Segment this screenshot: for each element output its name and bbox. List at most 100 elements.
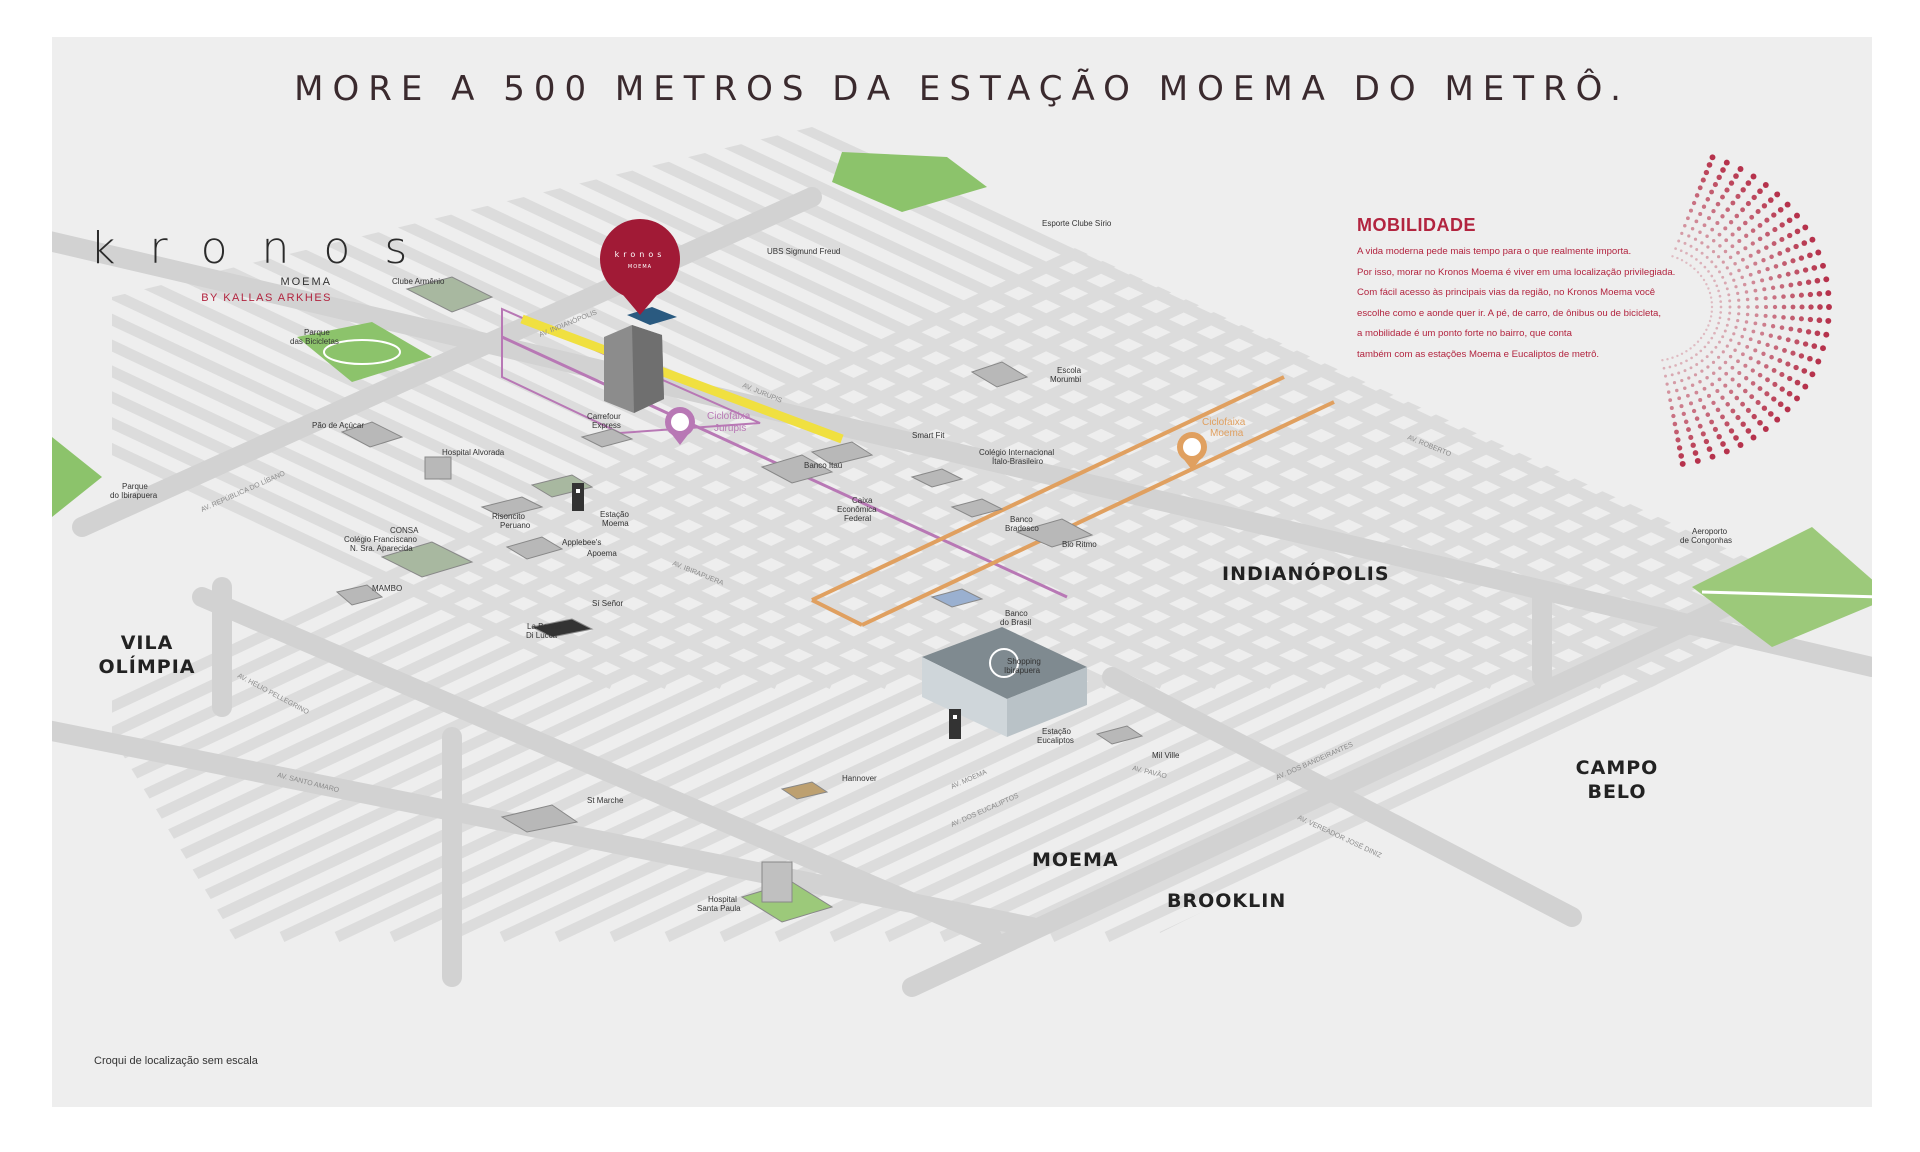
decor-dot xyxy=(1717,321,1720,325)
decor-dot xyxy=(1703,169,1710,176)
poi-hannover: Hannover xyxy=(842,774,877,783)
decor-dot xyxy=(1782,347,1787,353)
poi-colegio-int-2: Ítalo-Brasileiro xyxy=(992,457,1044,466)
decor-dot xyxy=(1690,383,1695,388)
decor-dot xyxy=(1728,305,1732,309)
decor-dot xyxy=(1727,293,1731,297)
decor-dot xyxy=(1772,304,1778,310)
district-moema: MOEMA xyxy=(1032,849,1119,871)
decor-dot xyxy=(1785,361,1791,367)
moema-bike-label-1: Ciclofaixa xyxy=(1202,417,1246,428)
poi-escola-1: Escola xyxy=(1057,366,1082,375)
decor-dot xyxy=(1745,265,1750,269)
kronos-location-pin[interactable]: kronos MOEMA xyxy=(600,219,680,315)
decor-dot xyxy=(1740,207,1746,213)
decor-dot xyxy=(1740,334,1744,339)
decor-dot xyxy=(1809,236,1816,243)
poi-consa-1: CONSA xyxy=(390,526,419,535)
decor-dot xyxy=(1777,401,1784,408)
decor-dot xyxy=(1721,260,1725,264)
district-campo: CAMPO xyxy=(1576,757,1659,779)
decor-dot xyxy=(1765,231,1770,237)
decor-dot xyxy=(1732,278,1736,282)
decor-dot xyxy=(1724,371,1729,376)
decor-dot xyxy=(1755,208,1761,215)
decor-dot xyxy=(1798,255,1805,261)
decor-dot xyxy=(1700,359,1704,363)
decor-dot xyxy=(1807,291,1814,298)
street-line xyxy=(112,227,1235,942)
decor-dot xyxy=(1720,194,1725,200)
decor-dot xyxy=(1711,239,1716,243)
dotted-decoration xyxy=(1661,154,1832,467)
decor-dot xyxy=(1689,264,1692,267)
decor-dot xyxy=(1773,264,1779,269)
decor-dot xyxy=(1750,434,1757,441)
jurupis-bike-pin[interactable]: Ciclofaixa Jurupis xyxy=(665,407,751,445)
decor-dot xyxy=(1730,200,1736,206)
decor-dot xyxy=(1736,226,1742,231)
decor-dot xyxy=(1784,406,1791,413)
decor-dot xyxy=(1816,317,1823,324)
decor-dot xyxy=(1719,311,1723,314)
street-line xyxy=(112,227,1290,942)
poi-risotto-2: Peruano xyxy=(500,521,531,530)
decor-dot xyxy=(1710,336,1714,340)
decor-dot xyxy=(1730,232,1735,237)
poi-consa-2: Colégio Franciscano xyxy=(344,535,417,544)
decor-dot xyxy=(1719,300,1723,303)
decor-dot xyxy=(1719,305,1723,309)
decor-dot xyxy=(1665,382,1669,386)
decor-dot xyxy=(1720,214,1725,219)
decor-dot xyxy=(1772,381,1778,387)
decor-dot xyxy=(1805,329,1812,335)
decor-dot xyxy=(1746,305,1750,309)
decor-dot xyxy=(1685,350,1688,353)
decor-dot xyxy=(1740,275,1744,280)
decor-dot xyxy=(1737,370,1742,376)
decor-dot xyxy=(1734,285,1738,289)
decor-dot xyxy=(1683,224,1687,228)
poi-santapaula-1: Hospital xyxy=(708,895,737,904)
decor-dot xyxy=(1710,305,1714,309)
decor-dot xyxy=(1715,388,1720,394)
decor-dot xyxy=(1683,369,1687,373)
decor-dot xyxy=(1687,234,1691,238)
street-line xyxy=(609,227,1832,942)
decor-dot xyxy=(1749,214,1755,220)
decor-dot xyxy=(1705,355,1709,359)
decor-dot xyxy=(1681,411,1686,417)
decor-dot xyxy=(1762,426,1769,432)
decor-dot xyxy=(1721,275,1725,279)
decor-dot xyxy=(1745,345,1750,349)
decor-dot xyxy=(1807,355,1813,362)
moema-bike-pin[interactable]: Ciclofaixa Moema xyxy=(1177,417,1246,470)
decor-dot xyxy=(1745,201,1751,207)
decor-dot xyxy=(1748,356,1753,361)
decor-dot xyxy=(1696,340,1700,343)
decor-dot xyxy=(1823,331,1830,338)
decor-dot xyxy=(1771,241,1777,247)
mobility-line: também com as estações Moema e Eucalipto… xyxy=(1357,348,1600,360)
decor-dot xyxy=(1734,325,1738,329)
decor-dot xyxy=(1763,313,1768,318)
mobility-title: MOBILIDADE xyxy=(1357,215,1476,235)
decor-dot xyxy=(1733,348,1737,352)
decor-dot xyxy=(1724,421,1730,427)
poi-santapaula-2: Santa Paula xyxy=(697,904,741,913)
decor-dot xyxy=(1691,408,1697,414)
decor-dot xyxy=(1693,237,1698,241)
decor-dot xyxy=(1820,262,1826,269)
decor-dot xyxy=(1730,408,1736,414)
poi-sisenor: Sí Señor xyxy=(592,599,623,608)
decor-dot xyxy=(1677,396,1682,401)
decor-dot xyxy=(1718,316,1722,320)
decor-dot xyxy=(1777,250,1783,256)
decor-dot xyxy=(1790,315,1795,321)
decor-dot xyxy=(1721,350,1725,354)
decor-dot xyxy=(1693,344,1696,347)
poi-smartfit: Smart Fit xyxy=(912,431,945,440)
poi-bradesco-2: Bradesco xyxy=(1005,524,1039,533)
mobility-line: Com fácil acesso às principais vias da r… xyxy=(1357,287,1656,299)
decor-dot xyxy=(1790,258,1796,264)
